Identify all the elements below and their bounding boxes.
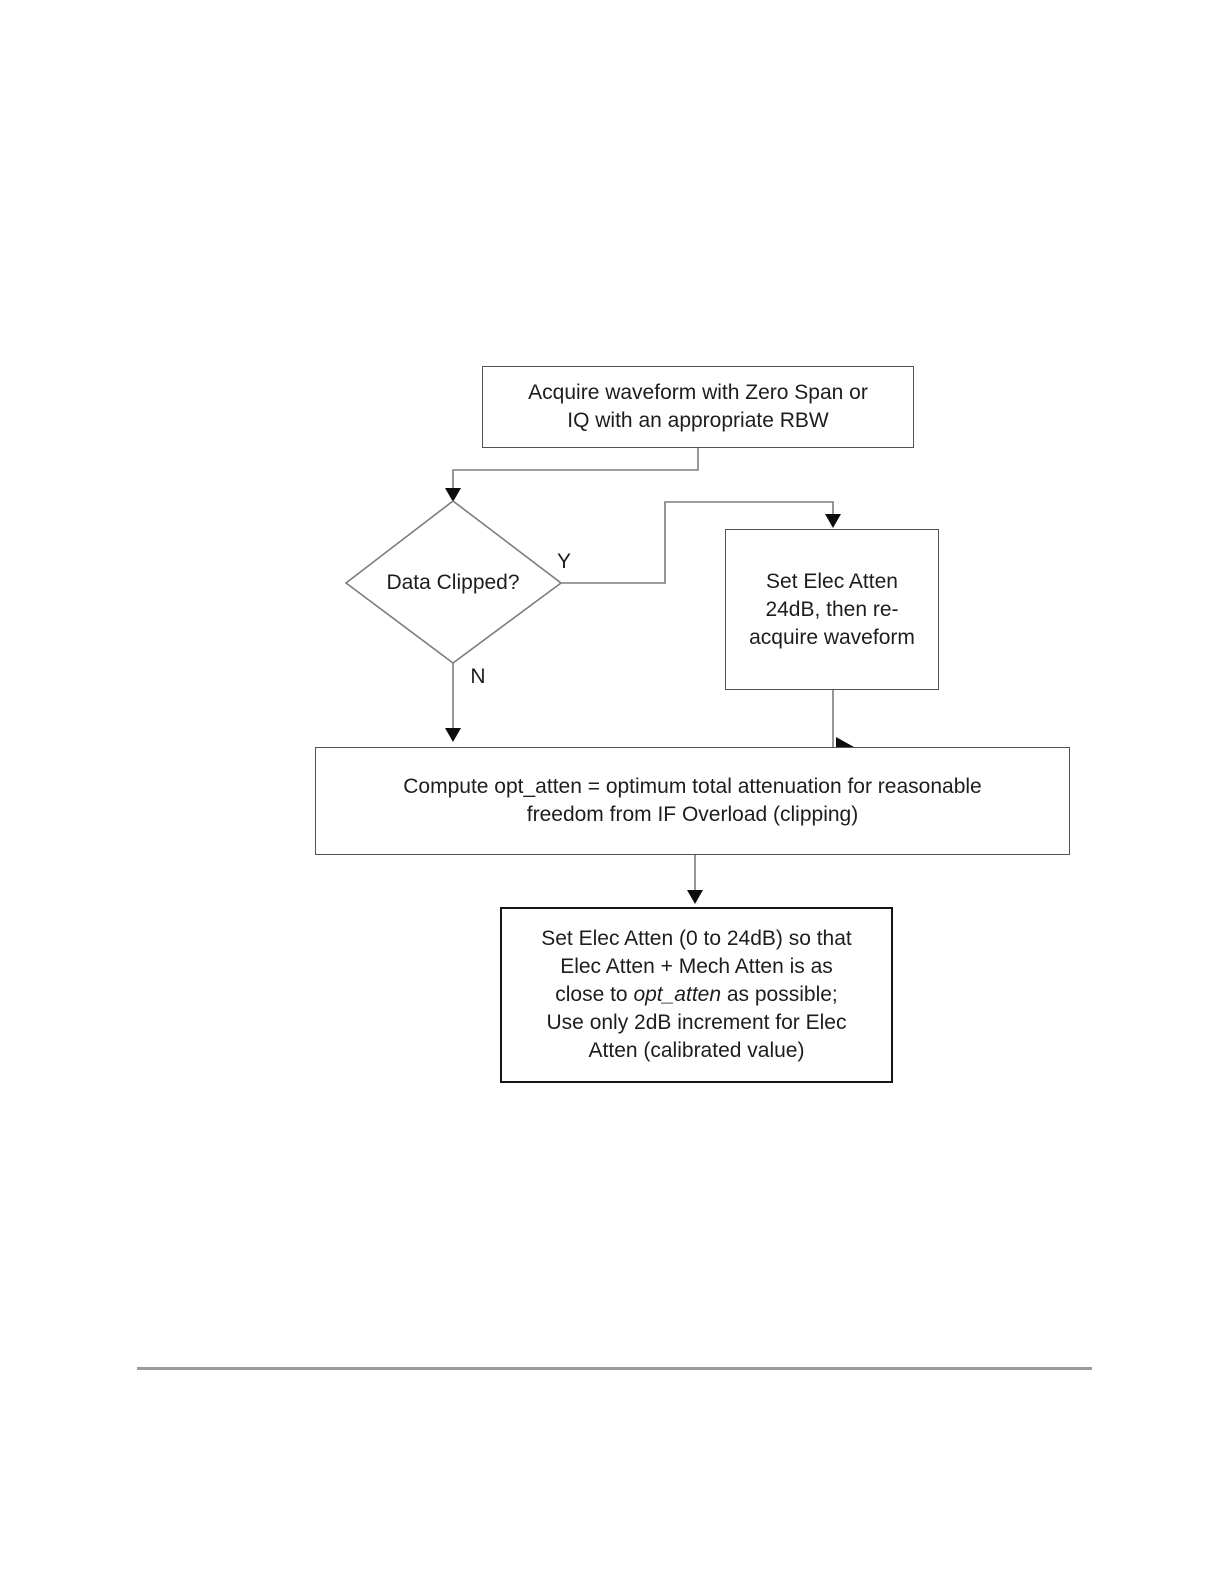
decision-diamond-label: Data Clipped?	[386, 571, 520, 594]
set-elec-atten-final-line2: Elec Atten + Mech Atten is as	[560, 955, 833, 978]
arrowhead-down-final	[687, 890, 703, 904]
arrowhead-down-setelec	[825, 514, 841, 528]
compute-opt-atten-line1: Compute opt_atten = optimum total attenu…	[403, 775, 982, 798]
compute-opt-atten-box: Compute opt_atten = optimum total attenu…	[315, 747, 1070, 855]
set-elec-atten-final-line3-pre: close to	[555, 983, 634, 1006]
set-elec-atten-final-line5: Atten (calibrated value)	[588, 1039, 805, 1062]
set-elec-atten-final-line3: close to opt_atten as possible;	[555, 981, 838, 1009]
set-elec-atten-final-line3-post: as possible;	[721, 983, 838, 1006]
acquire-waveform-line1: Acquire waveform with Zero Span or	[528, 381, 868, 404]
set-elec-atten-24db-line3: acquire waveform	[749, 625, 915, 649]
set-elec-atten-final-line4: Use only 2dB increment for Elec	[546, 1011, 847, 1034]
set-elec-atten-24db-line2: 24dB, then re-	[765, 597, 899, 621]
set-elec-atten-24db-line1: Set Elec Atten	[766, 569, 898, 593]
arrowhead-down-decision	[445, 488, 461, 502]
arrowhead-down-compute	[445, 728, 461, 742]
acquire-waveform-box: Acquire waveform with Zero Span or IQ wi…	[482, 366, 914, 448]
set-elec-atten-final-box: Set Elec Atten (0 to 24dB) so that Elec …	[500, 907, 893, 1083]
acquire-waveform-line2: IQ with an appropriate RBW	[567, 409, 829, 432]
yes-branch-label: Y	[556, 550, 571, 573]
footer-divider-rule	[137, 1367, 1092, 1370]
set-elec-atten-24db-box: Set Elec Atten 24dB, then re- acquire wa…	[725, 529, 939, 690]
set-elec-atten-final-line1: Set Elec Atten (0 to 24dB) so that	[541, 927, 852, 950]
compute-opt-atten-line2: freedom from IF Overload (clipping)	[526, 803, 859, 826]
connector-acquire-to-decision	[452, 448, 699, 489]
opt-atten-italic-term: opt_atten	[633, 983, 722, 1006]
no-branch-label: N	[470, 665, 486, 688]
